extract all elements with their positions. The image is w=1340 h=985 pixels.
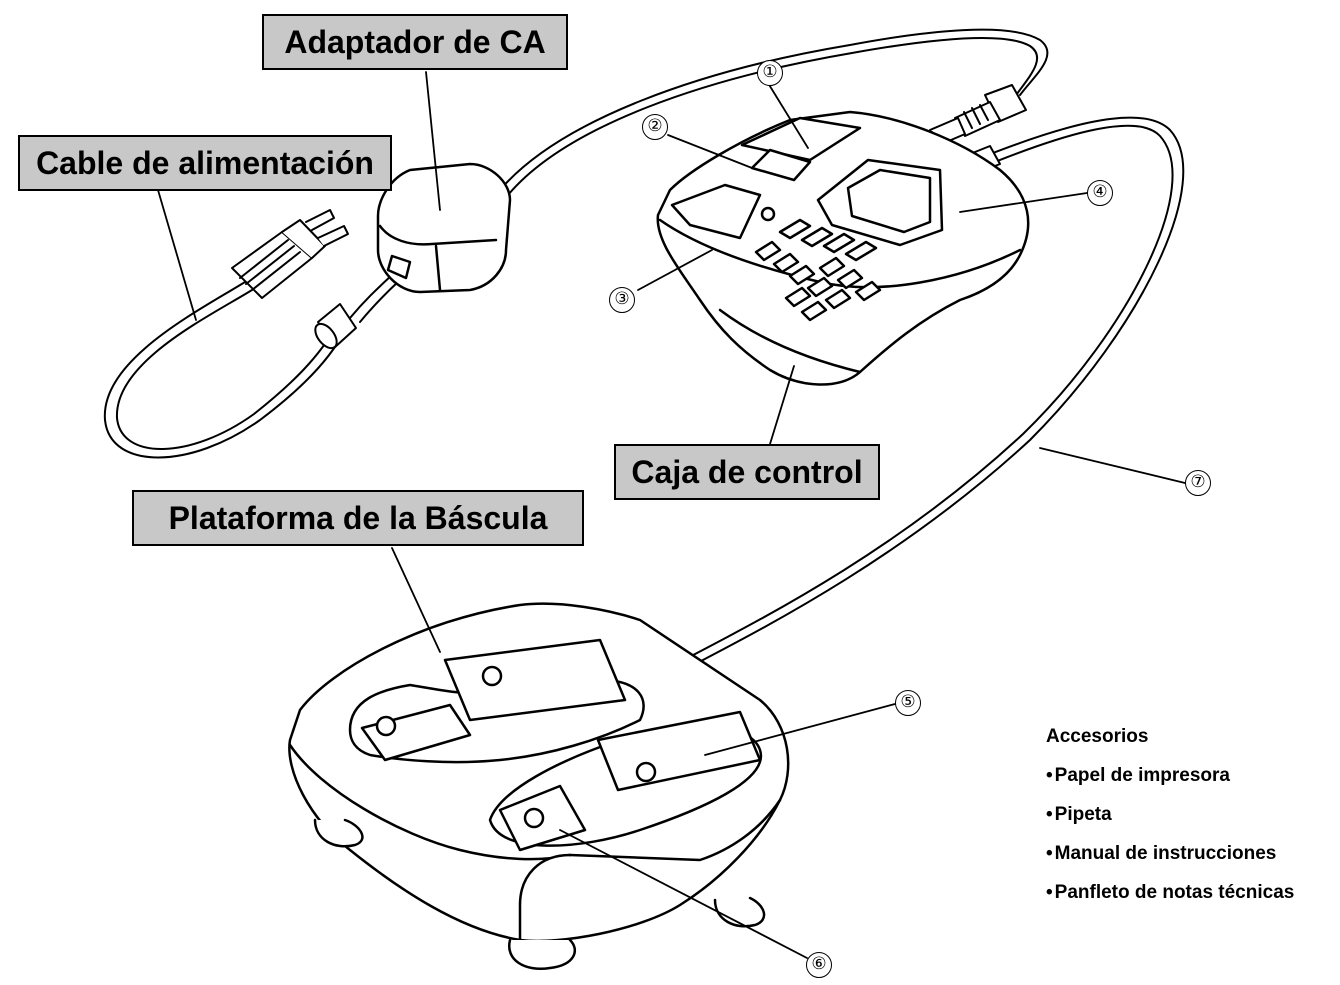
ac-adapter [376,162,512,294]
accessory-item: Papel de impresora [1046,765,1294,804]
power-cable-label: Cable de alimentación [18,135,392,191]
ferrite-bead [314,303,357,350]
scale-platform [288,602,790,971]
callout-2: ② [642,114,668,140]
callout-5: ⑤ [895,690,921,716]
scale-cable [675,116,1185,673]
accessories-list: Accesorios Papel de impresora Pipeta Man… [1046,726,1294,921]
callout-6: ⑥ [806,952,832,978]
wall-plug [231,209,349,299]
power-cable [103,274,401,459]
accessories-title: Accesorios [1046,726,1149,747]
callout-1: ① [757,60,783,86]
leader-lines [157,71,1186,959]
scale-platform-label: Plataforma de la Báscula [132,490,584,546]
adapter-dc-cable [499,28,1049,196]
callout-4: ④ [1087,180,1113,206]
accessory-item: Panfleto de notas técnicas [1046,882,1295,921]
callout-7: ⑦ [1185,470,1211,496]
control-box-label: Caja de control [614,444,880,500]
accessory-item: Manual de instrucciones [1046,843,1294,882]
accessory-item: Pipeta [1046,804,1294,843]
callout-3: ③ [609,287,635,313]
control-box [656,110,1030,386]
ac-adapter-label: Adaptador de CA [262,14,568,70]
